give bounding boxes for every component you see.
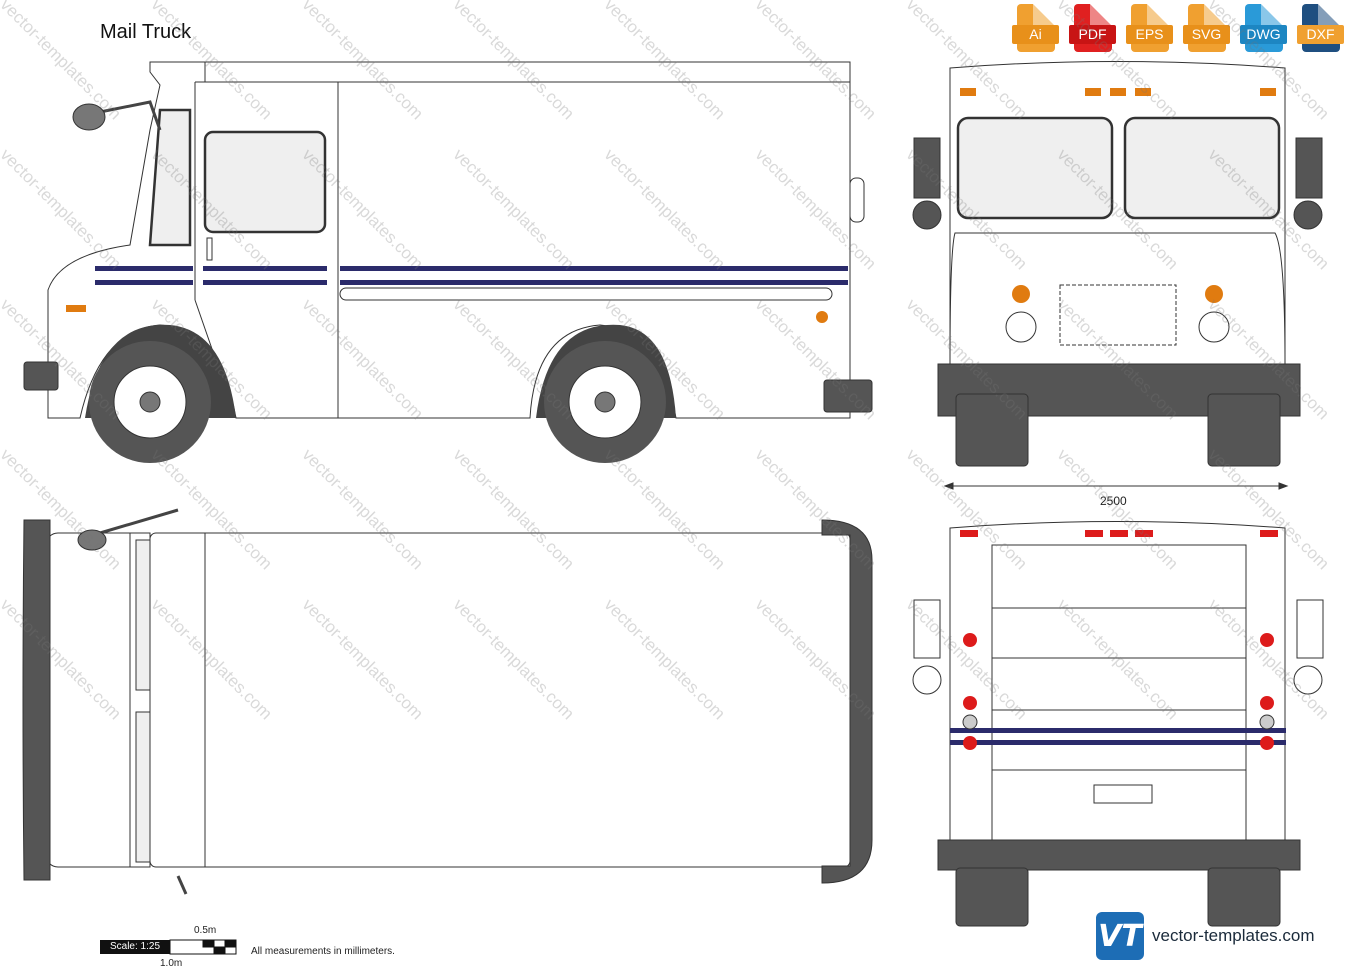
format-svg-badge[interactable]: SVG bbox=[1183, 4, 1230, 52]
scale-one-label: 1.0m bbox=[160, 958, 183, 969]
brand-name: vector-templates.com bbox=[1152, 926, 1315, 945]
side-mirror bbox=[72, 103, 106, 131]
front-view bbox=[912, 61, 1323, 467]
format-eps-badge[interactable]: EPS bbox=[1126, 4, 1173, 52]
format-ai-badge[interactable]: Ai bbox=[1012, 4, 1059, 52]
brand-logo: VT bbox=[1096, 912, 1144, 960]
measurements-note: All measurements in millimeters. bbox=[251, 946, 395, 957]
side-window bbox=[203, 130, 327, 234]
dimension-line bbox=[943, 482, 1289, 490]
top-view bbox=[22, 508, 873, 895]
front-bumper bbox=[23, 361, 59, 391]
side-wheels bbox=[85, 324, 676, 463]
format-pdf-badge[interactable]: PDF bbox=[1069, 4, 1116, 52]
windshield bbox=[148, 108, 192, 247]
rear-view bbox=[912, 521, 1324, 927]
format-dwg-badge[interactable]: DWG bbox=[1240, 4, 1287, 52]
side-view bbox=[23, 61, 873, 419]
format-dxf-badge[interactable]: DXF bbox=[1297, 4, 1344, 52]
rear-bumper bbox=[823, 379, 873, 413]
brand-link[interactable]: VT vector-templates.com bbox=[1096, 912, 1315, 960]
side-stripes bbox=[95, 266, 848, 285]
scale-label: Scale: 1:25 bbox=[100, 940, 170, 954]
scale-half-label: 0.5m bbox=[194, 925, 217, 936]
page-title: Mail Truck bbox=[100, 21, 192, 43]
scale-bar bbox=[169, 939, 237, 955]
front-width-dimension: 2500 bbox=[1100, 494, 1127, 508]
format-badges: Ai PDF EPS SVG DWG DXF bbox=[1012, 4, 1344, 52]
